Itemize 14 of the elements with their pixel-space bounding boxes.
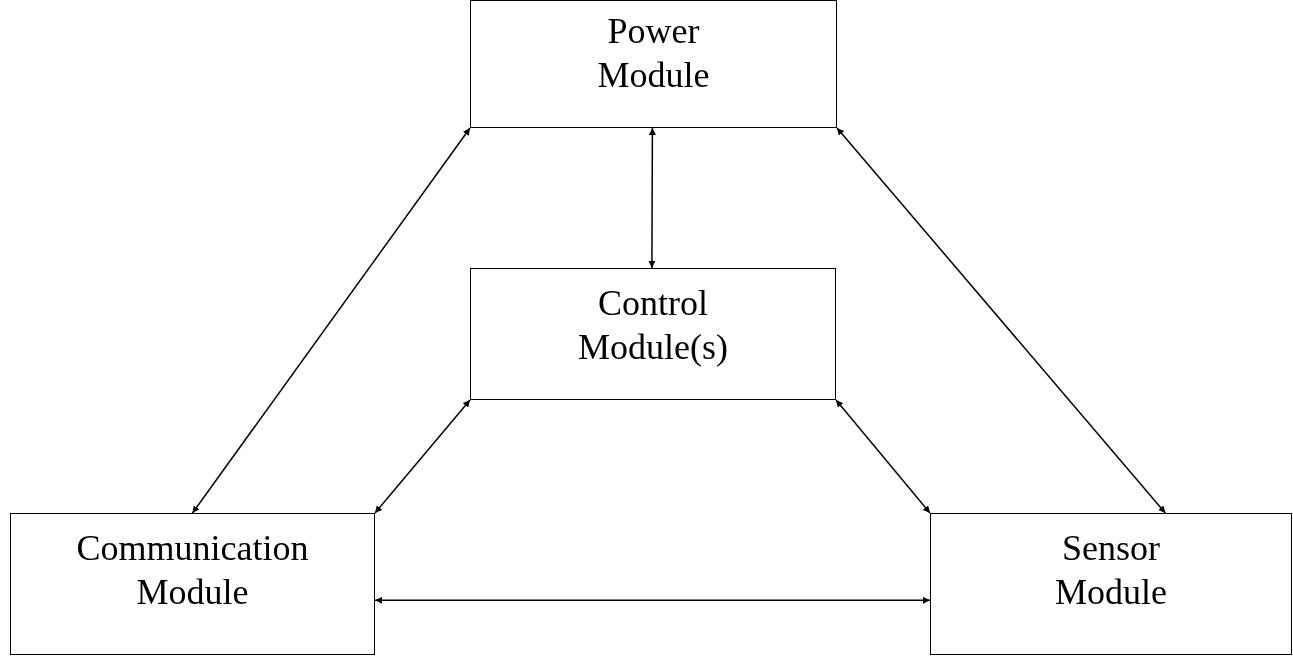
double-arrow: [835, 399, 931, 514]
double-arrow: [374, 596, 931, 604]
module-label: Power Module: [596, 10, 711, 97]
double-arrow: [374, 399, 471, 514]
module-box: [10, 513, 375, 655]
module-label: Control Module(s): [577, 282, 729, 369]
module-label: Communication Module: [75, 527, 310, 614]
module-label: Sensor Module: [1054, 527, 1168, 614]
module-box: [930, 513, 1292, 655]
double-arrow: [836, 127, 1167, 514]
double-arrow: [191, 127, 471, 514]
double-arrow: [648, 127, 656, 269]
module-box: [470, 0, 837, 128]
module-box: [470, 268, 836, 400]
